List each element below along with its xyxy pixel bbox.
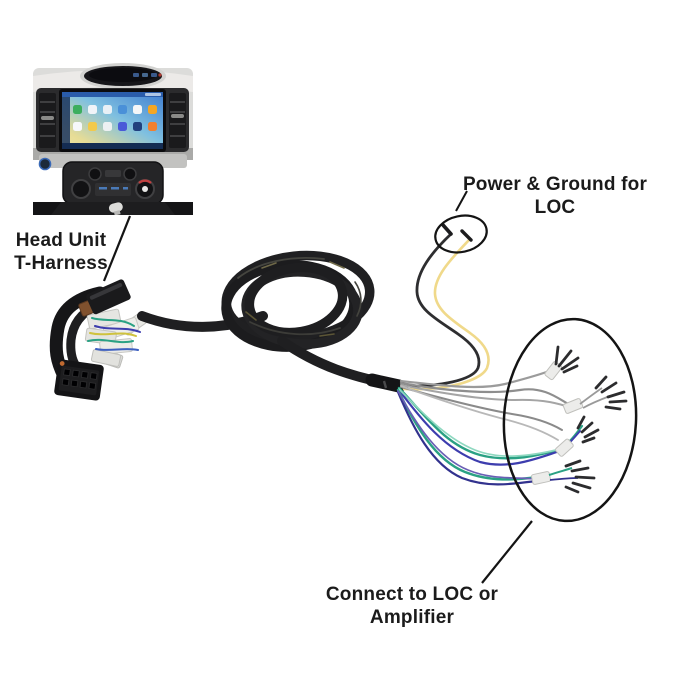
branch-b	[562, 375, 628, 414]
gear-shifter	[108, 202, 123, 215]
white-connector	[90, 349, 122, 367]
app-icon	[103, 122, 112, 131]
power-ground-label-line2: LOC	[534, 197, 576, 219]
power-ground-label-line1: Power & Ground for	[462, 174, 648, 195]
volume-knob	[71, 179, 91, 199]
app-icon	[103, 105, 112, 114]
grille-button	[142, 73, 148, 77]
power-ground-leader-line	[455, 190, 468, 212]
app-icon	[88, 105, 97, 114]
wire-tips	[576, 415, 600, 444]
connect-leader-line	[481, 520, 533, 584]
grille-indicator	[158, 73, 162, 77]
connect-label: Connect to LOC or Amplifier	[312, 583, 512, 629]
air-vent-left	[39, 93, 56, 148]
cable-end-band	[382, 380, 388, 389]
bottom-black-connector	[54, 359, 104, 401]
app-icon	[148, 122, 157, 131]
screen-status-bar	[62, 92, 163, 97]
coiled-cable	[221, 250, 375, 352]
wire-tips	[594, 375, 628, 411]
loc-circle-annotation	[434, 214, 488, 254]
app-icon	[118, 122, 127, 131]
connect-label-line1: Connect to LOC or	[325, 584, 499, 605]
crimp-connector	[555, 438, 574, 457]
amplifier-ellipse-annotation	[502, 317, 638, 523]
speaker-grille	[80, 63, 166, 89]
wire-tips	[554, 345, 580, 374]
app-icon	[148, 105, 157, 114]
start-button	[38, 157, 52, 171]
crimp-connector	[531, 471, 551, 485]
head-unit-screen	[59, 89, 166, 152]
dashboard-photo	[33, 63, 193, 215]
ground-wire	[401, 232, 481, 388]
screen-sidebar	[62, 97, 70, 143]
head-unit-label: Head Unit T-Harness	[2, 229, 120, 275]
crimp-connector	[544, 361, 563, 381]
app-icon	[88, 122, 97, 131]
crimp-connector	[562, 398, 584, 414]
grille-button	[133, 73, 139, 77]
junction-wires	[87, 317, 141, 351]
app-grid	[73, 105, 157, 131]
power-wire	[402, 238, 490, 391]
wire-tips	[564, 459, 596, 494]
app-icon	[73, 105, 82, 114]
wire-tip	[460, 229, 473, 242]
head-unit-label-line2: T-Harness	[14, 253, 108, 275]
power-ground-label: Power & Ground for LOC	[455, 173, 655, 219]
connect-label-line2: Amplifier	[369, 607, 455, 629]
wire-tip	[441, 223, 453, 236]
app-icon	[133, 122, 142, 131]
branch-d	[531, 459, 596, 494]
app-icon	[73, 122, 82, 131]
app-icon	[118, 105, 127, 114]
climate-knob	[88, 167, 102, 181]
branch-a	[544, 345, 580, 381]
climate-knob	[123, 167, 137, 181]
head-unit-leader-line	[102, 215, 132, 282]
output-wires	[396, 368, 584, 486]
center-console	[33, 202, 193, 215]
main-cable	[137, 250, 406, 393]
air-vent-right	[169, 93, 186, 148]
grille-button	[151, 73, 157, 77]
branch-c	[555, 415, 600, 457]
climate-controls	[62, 161, 164, 205]
app-icon	[133, 105, 142, 114]
top-black-connector	[86, 279, 131, 315]
wire-end-branches	[531, 345, 628, 494]
head-unit-label-line1: Head Unit	[15, 230, 107, 251]
power-ground-wires	[401, 223, 490, 391]
screen-dock	[62, 143, 163, 149]
junction-connectors	[49, 279, 147, 401]
annotations	[102, 190, 638, 584]
